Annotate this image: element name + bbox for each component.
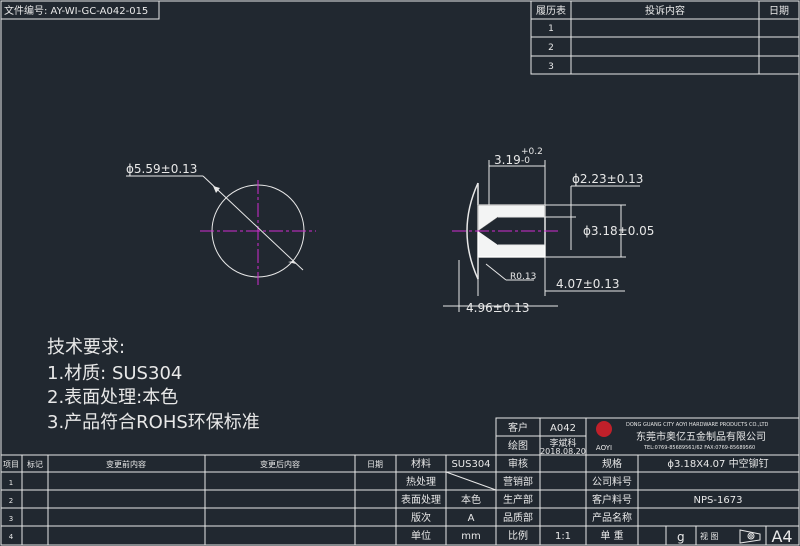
sheet-size: A4 <box>771 527 792 546</box>
drawing-label: 绘图 <box>508 439 528 452</box>
customer-part-value: NPS-1673 <box>694 495 743 506</box>
rev-row-3: 3 <box>548 62 554 72</box>
drawing-name: 李斌科 <box>549 437 576 449</box>
company-logo <box>596 421 612 437</box>
change-row-4: 4 <box>9 533 14 541</box>
company-part-label: 公司料号 <box>592 475 632 488</box>
quality-label: 品质部 <box>503 511 533 524</box>
unit-value: mm <box>461 531 480 542</box>
view-label: 视 图 <box>700 531 719 541</box>
rev-row-2: 2 <box>548 43 554 53</box>
tech-req-item-1: 1.材质: SUS304 <box>47 363 182 384</box>
material-label: 材料 <box>411 457 431 470</box>
col-date: 日期 <box>367 460 383 469</box>
customer-part-label: 客户料号 <box>592 493 632 506</box>
dim-inner-diameter: ϕ2.23±0.13 <box>572 172 643 186</box>
company-name-en: DONG GUANG CITY AOYI HARDWARE PRODUCTS C… <box>626 422 769 428</box>
projection-symbol-icon <box>739 529 761 544</box>
spec-label: 规格 <box>602 457 622 470</box>
heat-label: 热处理 <box>406 475 436 488</box>
surface-label: 表面处理 <box>401 493 441 506</box>
side-view: 3.19 +0.2 -0 ϕ2.23±0.13 ϕ3.18±0.05 4.07±… <box>443 147 654 315</box>
dim-depth-tol-upper: +0.2 <box>521 147 543 157</box>
version-label: 版次 <box>411 511 431 524</box>
spec-value: ϕ3.18X4.07 中空铆钉 <box>667 457 768 470</box>
surface-value: 本色 <box>461 493 481 506</box>
rev-header-complaint: 投诉内容 <box>645 4 685 17</box>
weight-unit: g <box>677 530 685 544</box>
drawing-date: 2018.08.20 <box>540 447 586 456</box>
customer-label: 客户 <box>508 421 528 434</box>
tech-req-title: 技术要求: <box>47 337 125 358</box>
weight-label: 单 重 <box>600 529 623 542</box>
top-view: ϕ5.59±0.13 <box>126 162 316 285</box>
version-value: A <box>468 513 475 524</box>
tech-req-item-2: 2.表面处理:本色 <box>47 387 178 408</box>
product-name-label: 产品名称 <box>592 511 632 524</box>
dim-radius: R0.13 <box>510 272 536 282</box>
col-mark: 标记 <box>27 459 43 469</box>
rev-header-date: 日期 <box>769 5 789 17</box>
col-item: 项目 <box>3 460 19 469</box>
dim-total-length: 4.96±0.13 <box>466 301 530 315</box>
dim-shank-length: 4.07±0.13 <box>556 277 620 291</box>
scale-value: 1:1 <box>555 531 571 542</box>
dim-outer-diameter: ϕ3.18±0.05 <box>583 224 654 238</box>
top-view-diameter: ϕ5.59±0.13 <box>126 162 197 176</box>
change-row-1: 1 <box>9 479 13 487</box>
production-label: 生产部 <box>503 493 533 506</box>
material-value: SUS304 <box>451 459 490 470</box>
dim-depth: 3.19 <box>494 153 521 167</box>
review-label: 审核 <box>508 457 528 470</box>
sales-label: 营销部 <box>503 475 533 488</box>
col-after: 变更后内容 <box>260 459 300 469</box>
scale-label: 比例 <box>508 529 528 542</box>
change-row-2: 2 <box>9 497 13 505</box>
change-row-3: 3 <box>9 515 13 523</box>
unit-label: 单位 <box>411 529 431 542</box>
tech-req-item-3: 3.产品符合ROHS环保标准 <box>47 412 260 433</box>
file-number-box: 文件编号: AY-WI-GC-A042-015 <box>0 0 160 20</box>
rev-row-1: 1 <box>548 24 554 34</box>
logo-text: AOYI <box>596 444 612 452</box>
customer-value: A042 <box>550 423 576 434</box>
title-block: 客户 A042 绘图 李斌科 2018.08.20 AOYI DONG GUAN… <box>0 417 800 546</box>
file-number: 文件编号: AY-WI-GC-A042-015 <box>4 4 148 17</box>
rev-header-history: 履历表 <box>536 4 566 17</box>
revision-table: 履历表 投诉内容 日期 1 2 3 <box>530 0 800 75</box>
company-name-cn: 东莞市奥亿五金制品有限公司 <box>636 430 766 443</box>
col-before: 变更前内容 <box>106 459 146 469</box>
company-contact: TEL:0769-85689561/62 FAX:0769-85689560 <box>643 445 755 451</box>
tech-requirements: 技术要求: 1.材质: SUS304 2.表面处理:本色 3.产品符合ROHS环… <box>47 337 260 433</box>
dim-depth-tol-lower: -0 <box>521 156 530 166</box>
